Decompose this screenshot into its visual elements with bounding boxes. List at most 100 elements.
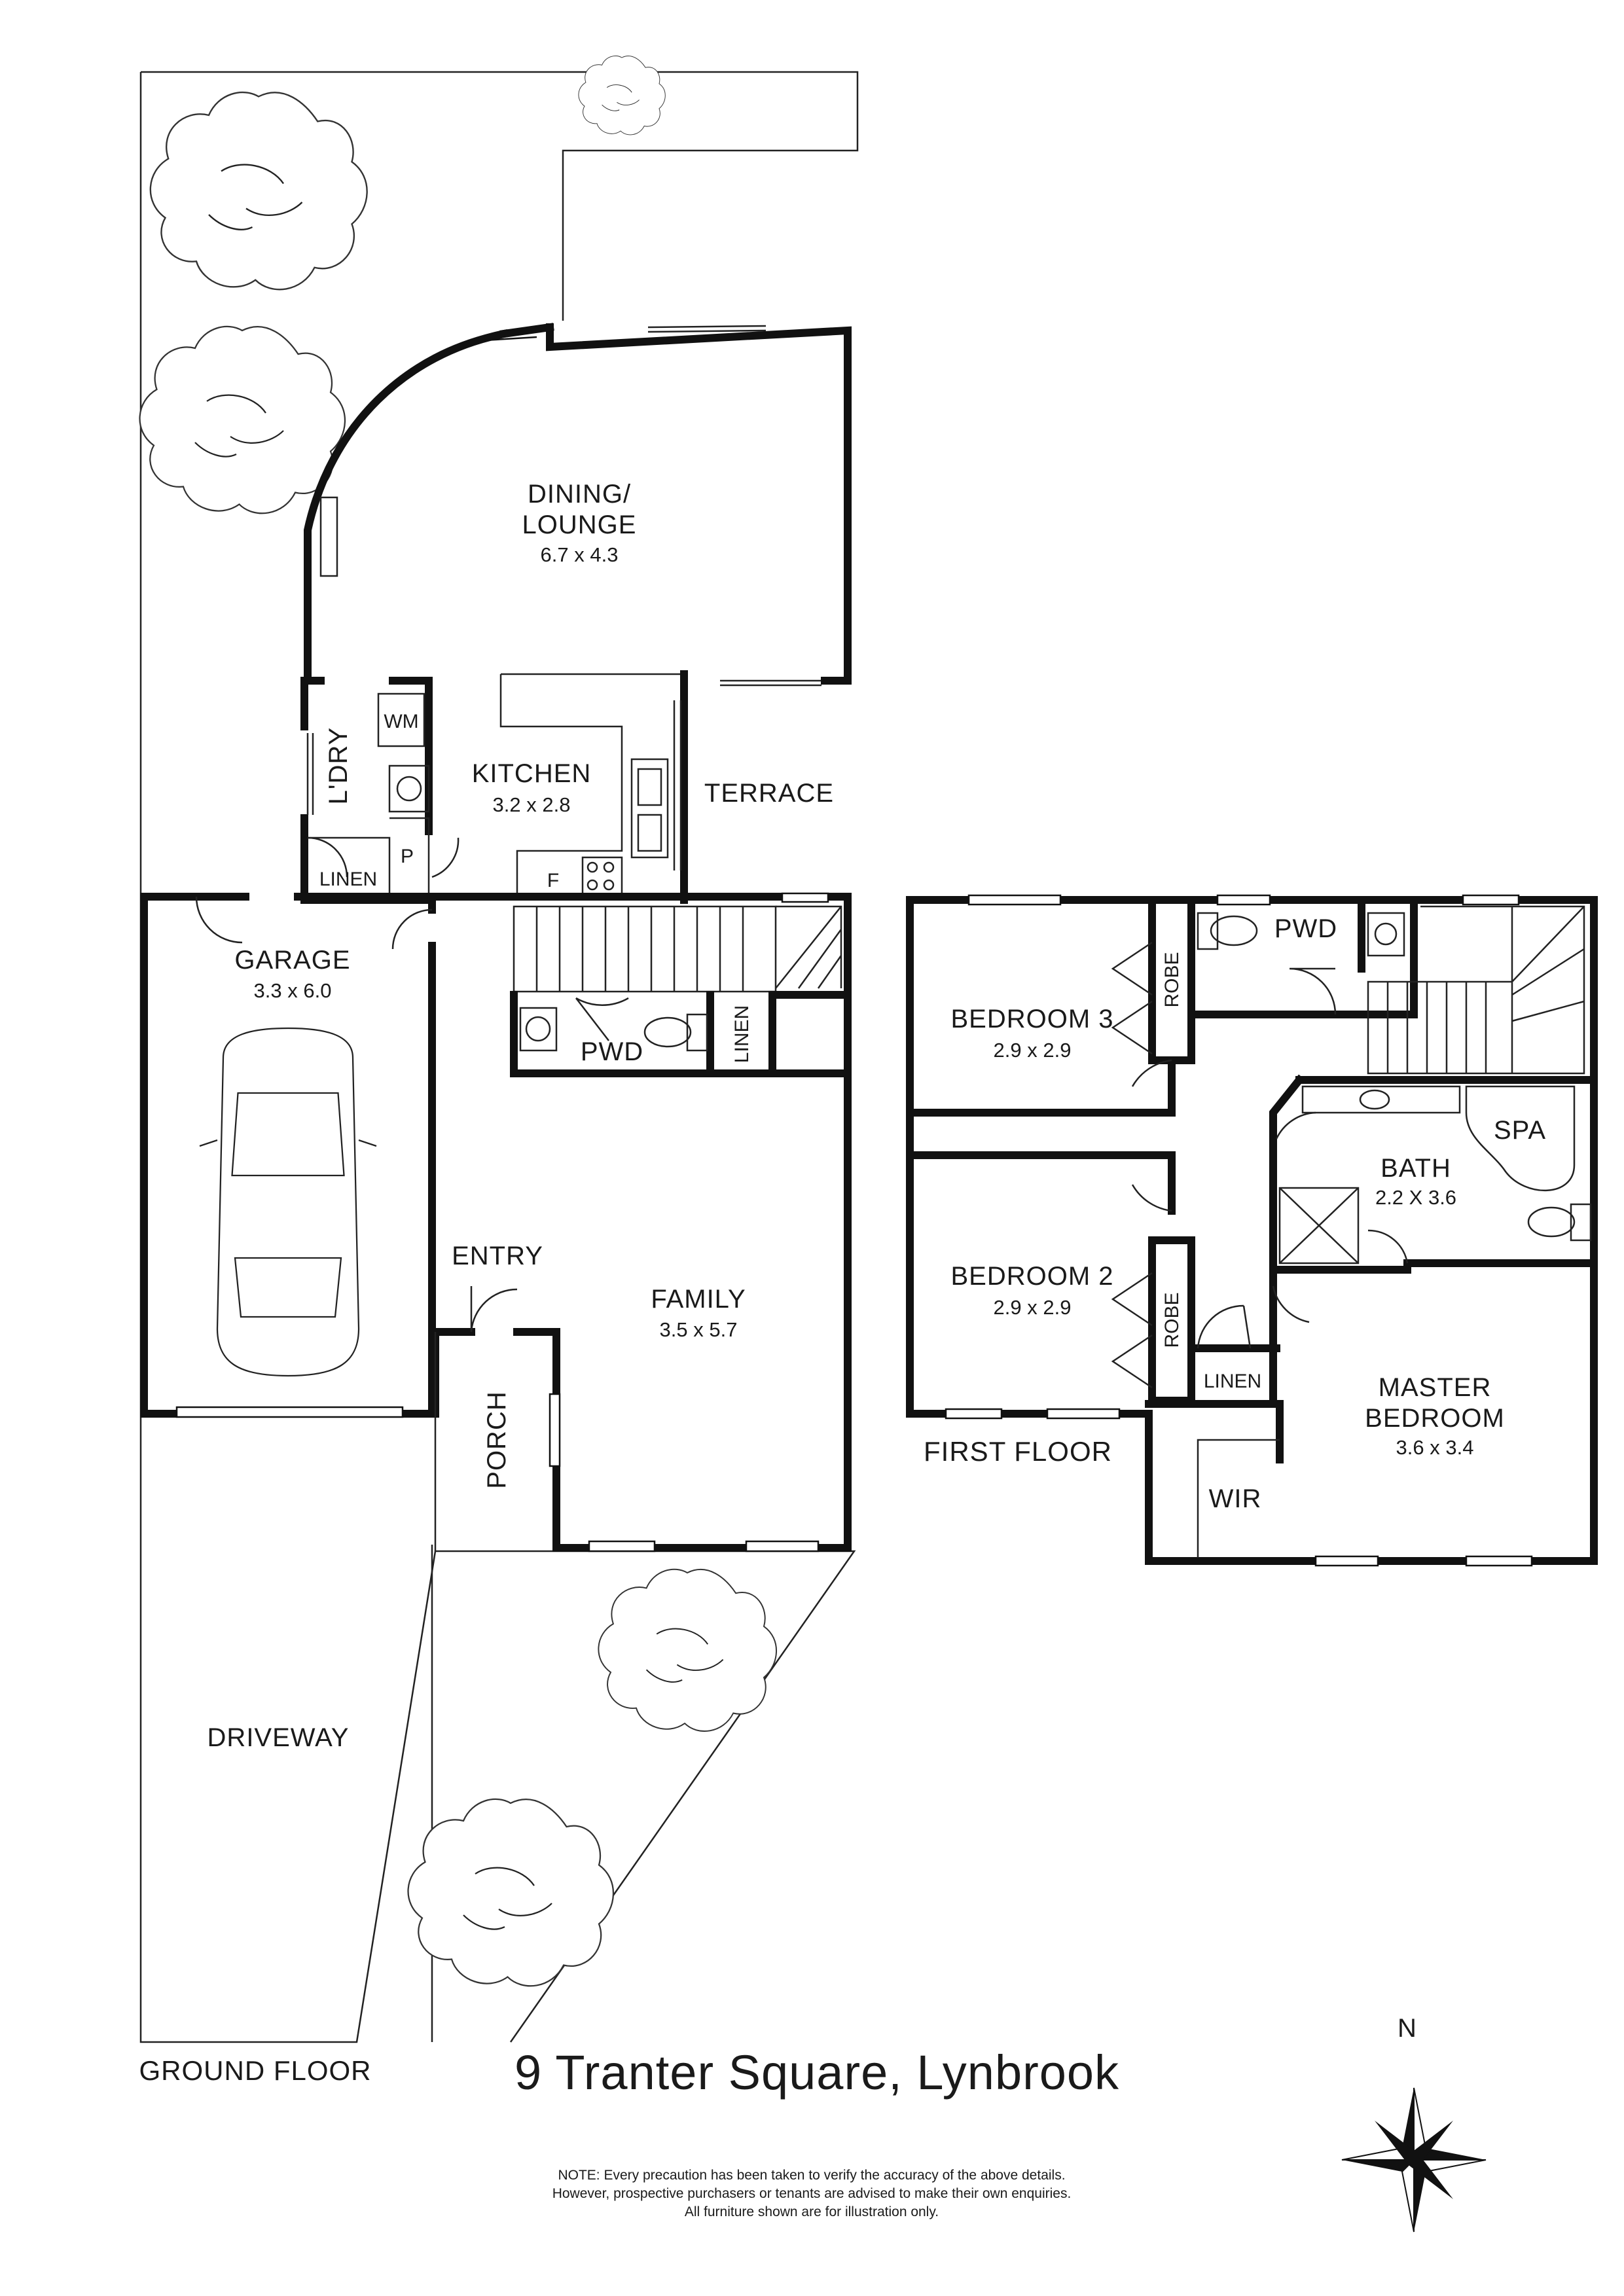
first-floor: [906, 894, 1598, 2233]
kitchen-dims: 3.2 x 2.8: [493, 793, 571, 816]
garage-door: [175, 1406, 404, 1418]
driveway-label: DRIVEWAY: [208, 1723, 350, 1752]
family-dims: 3.5 x 5.7: [660, 1318, 738, 1341]
dining-lounge-label: DINING/: [528, 480, 631, 509]
staircase: [513, 905, 777, 993]
pwd-walls: [1187, 896, 1418, 1018]
door-swing: [575, 997, 629, 1041]
tree-icon: [139, 325, 346, 514]
stair-treads: [1386, 982, 1487, 1073]
dining-lounge-label: LOUNGE: [522, 511, 637, 539]
family-label: FAMILY: [651, 1285, 746, 1314]
bedroom3-label: BEDROOM 3: [950, 1005, 1113, 1033]
robe-label: ROBE: [1161, 1292, 1183, 1348]
shower-drain: [1279, 1187, 1359, 1264]
stair-winders: [775, 905, 842, 989]
bath-walls: [1269, 1074, 1598, 1274]
window: [1462, 894, 1520, 906]
bedroom-walls: [906, 1056, 1176, 1215]
kitchen-label: KITCHEN: [472, 759, 592, 788]
lounge-curved-wall: [304, 329, 509, 685]
tree-icon: [578, 55, 666, 135]
basin: [1367, 912, 1405, 957]
robe-label: ROBE: [1161, 952, 1183, 1007]
sliding-door: [720, 679, 821, 687]
window: [673, 700, 682, 870]
sink-bowl: [637, 768, 662, 806]
door-swing: [307, 836, 348, 878]
compass-icon: [1341, 2087, 1487, 2233]
bath-dims: 2.2 X 3.6: [1375, 1186, 1456, 1209]
door-swing: [431, 837, 460, 878]
tree-icon: [149, 91, 368, 291]
spa-label: SPA: [1494, 1116, 1546, 1145]
basin: [519, 1007, 558, 1052]
stair-winders: [1511, 906, 1585, 1073]
stair-treads: [535, 906, 744, 992]
wm-label: WM: [384, 711, 418, 732]
vanity: [1301, 1085, 1461, 1114]
toilet: [686, 1013, 708, 1052]
pantry-label: P: [401, 846, 414, 867]
tree-icon: [598, 1568, 778, 1732]
porch-label: PORCH: [482, 1391, 511, 1488]
bedroom2-label: BEDROOM 2: [950, 1262, 1113, 1291]
laundry-tub-basin: [396, 776, 422, 802]
door-swing: [1197, 1304, 1252, 1349]
door-swing: [195, 896, 433, 950]
toilet: [1570, 1203, 1592, 1242]
disclaimer-line: NOTE: Every precaution has been taken to…: [558, 2168, 1065, 2183]
master-bedroom-label: MASTER: [1379, 1373, 1492, 1402]
ground-floor-label: GROUND FLOOR: [139, 2055, 371, 2086]
entry-door: [470, 1286, 518, 1333]
door-swing: [1275, 1111, 1409, 1264]
door-swing: [1131, 1059, 1172, 1212]
basin: [1359, 1089, 1390, 1110]
lounge-wall-top: [499, 323, 554, 338]
wir-shelf: [1197, 1439, 1280, 1558]
ground-floor: [139, 55, 859, 2043]
compass-north-label: N: [1398, 2014, 1417, 2043]
car-icon: [198, 1027, 378, 1377]
window: [745, 1540, 820, 1552]
entry-label: ENTRY: [452, 1242, 543, 1270]
window: [967, 894, 1062, 906]
laundry-tub: [388, 764, 430, 813]
wall: [768, 991, 852, 1077]
laundry-label: L'DRY: [324, 727, 353, 805]
linen-label: LINEN: [319, 869, 377, 890]
window: [319, 496, 338, 577]
window: [1465, 1555, 1533, 1567]
sink-bowl: [637, 814, 662, 852]
pwd-label: PWD: [1274, 914, 1337, 943]
window: [549, 1393, 561, 1467]
window: [781, 892, 829, 903]
toilet: [1197, 912, 1219, 950]
master-bedroom-dims: 3.6 x 3.4: [1396, 1436, 1474, 1459]
window: [588, 1540, 656, 1552]
window: [1046, 1408, 1121, 1420]
master-bedroom-label: BEDROOM: [1365, 1404, 1505, 1433]
staircase: [1367, 905, 1585, 1075]
robe-door: [1111, 1272, 1153, 1389]
window: [1216, 894, 1271, 906]
disclaimer-line: All furniture shown are for illustration…: [685, 2204, 939, 2219]
garage-label: GARAGE: [234, 946, 350, 975]
first-outer-walls: [906, 896, 1598, 1565]
wall: [1187, 1266, 1284, 1463]
dining-lounge-dims: 6.7 x 4.3: [541, 543, 619, 566]
sliding-door: [647, 325, 767, 333]
bedroom3-dims: 2.9 x 2.9: [994, 1039, 1072, 1062]
washing-machine: [377, 692, 425, 747]
window: [1314, 1555, 1379, 1567]
door-swing: [1272, 1285, 1310, 1323]
terrace-label: TERRACE: [704, 779, 834, 808]
wir-label: WIR: [1209, 1484, 1262, 1513]
property-address: 9 Tranter Square, Lynbrook: [514, 2045, 1119, 2100]
window: [484, 336, 537, 342]
door-swing: [1289, 967, 1337, 1015]
garage-walls: [140, 893, 436, 1418]
spa-bath: [1465, 1085, 1576, 1191]
linen-label: LINEN: [1204, 1371, 1261, 1392]
laundry-sliding-door: [306, 733, 314, 815]
